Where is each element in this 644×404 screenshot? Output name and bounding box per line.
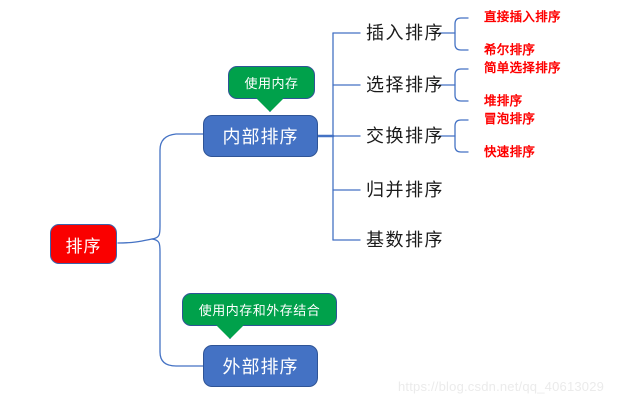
leaf-label-heap-sort[interactable]: 堆排序 — [484, 94, 523, 108]
leaf-label-direct-insertion-sort[interactable]: 直接插入排序 — [484, 10, 561, 24]
wire-sub-bracket-2 — [454, 68, 469, 102]
callout-external-memory[interactable]: 使用内存和外存结合 — [182, 293, 337, 326]
node-internal-sort[interactable]: 内部排序 — [203, 115, 318, 157]
wire-sub-bracket-1 — [454, 17, 469, 51]
node-external-sort[interactable]: 外部排序 — [203, 345, 318, 387]
wire-sub-bracket-3 — [454, 119, 469, 153]
node-root[interactable]: 排序 — [50, 224, 117, 264]
watermark-text: https://blog.csdn.net/qq_40613029 — [398, 379, 605, 394]
wire-root-to-internal — [151, 133, 204, 240]
branch-label-exchange-sort[interactable]: 交换排序 — [366, 126, 444, 146]
branch-label-insertion-sort[interactable]: 插入排序 — [366, 23, 444, 43]
callout-internal-memory[interactable]: 使用内存 — [228, 66, 315, 99]
leaf-label-shell-sort[interactable]: 希尔排序 — [484, 43, 536, 57]
wire-root-to-external — [151, 238, 204, 367]
branch-label-selection-sort[interactable]: 选择排序 — [366, 75, 444, 95]
wire-root-stem — [117, 238, 153, 244]
branch-label-merge-sort[interactable]: 归并排序 — [366, 180, 444, 200]
leaf-label-quick-sort[interactable]: 快速排序 — [484, 145, 536, 159]
leaf-label-simple-selection-sort[interactable]: 简单选择排序 — [484, 61, 561, 75]
branch-label-radix-sort[interactable]: 基数排序 — [366, 230, 444, 250]
leaf-label-bubble-sort[interactable]: 冒泡排序 — [484, 112, 536, 126]
